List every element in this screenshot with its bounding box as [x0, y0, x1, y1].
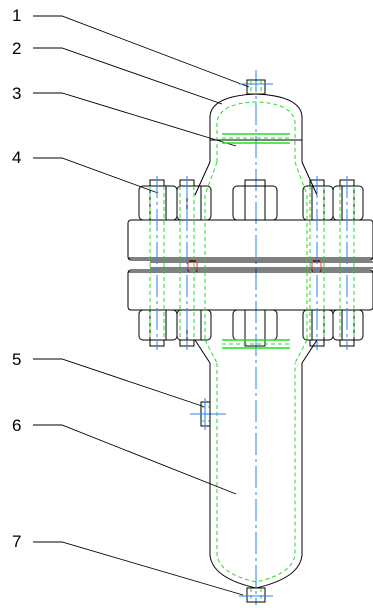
upper-nuts	[138, 179, 364, 221]
lower-flange	[127, 269, 373, 311]
leader-5	[33, 358, 206, 408]
label-4: 4	[12, 148, 21, 167]
leader-1	[33, 15, 250, 88]
bottom-nozzle	[239, 587, 273, 603]
label-7: 7	[12, 532, 21, 551]
top-nozzle	[239, 79, 273, 95]
bolt-hidden-lines	[149, 186, 355, 340]
part-labels: 1 2 3 4 5 6 7	[12, 6, 21, 551]
label-2: 2	[12, 39, 21, 58]
leader-4	[33, 157, 159, 194]
label-5: 5	[12, 350, 21, 369]
leader-2	[33, 47, 223, 105]
label-1: 1	[12, 6, 21, 25]
label-6: 6	[12, 416, 21, 435]
upper-head	[209, 93, 303, 162]
leader-lines	[33, 15, 250, 596]
leader-7	[33, 541, 244, 596]
upper-plate	[210, 133, 302, 144]
leader-3	[33, 92, 237, 147]
upper-flange	[127, 219, 373, 261]
lower-cone	[194, 339, 318, 364]
bolt-center-lines	[156, 176, 348, 350]
label-3: 3	[12, 84, 21, 103]
upper-cone	[194, 161, 318, 196]
side-nozzle	[190, 398, 226, 430]
leader-6	[33, 424, 237, 495]
